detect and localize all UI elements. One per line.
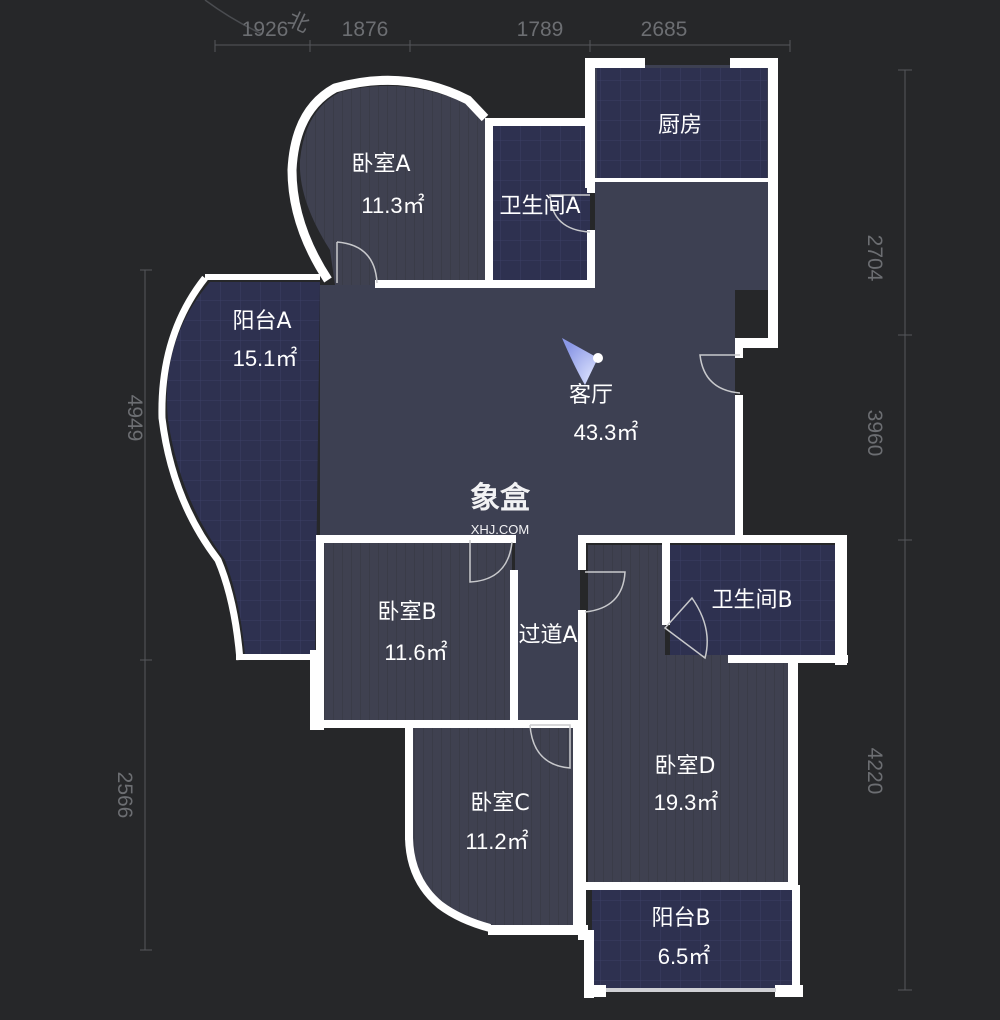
dim-top-2: 1876 [342,18,389,41]
room-name-kitchen: 厨房 [658,113,702,138]
room-labels: 卧室A 11.3㎡ 卫生间A 厨房 阳台A 15.1㎡ 客厅 43.3㎡ 卧室B… [232,113,792,969]
room-name-bedroom-a: 卧室A [351,152,410,177]
dim-right-3: 4220 [863,748,886,795]
room-name-bathroom-a: 卫生间A [499,194,580,219]
room-area-bedroom-a: 11.3㎡ [361,193,424,218]
room-name-passage-a: 过道A [518,623,577,648]
dim-top-1: 1926 [242,18,289,41]
room-area-bedroom-c: 11.2㎡ [465,829,528,854]
room-name-bedroom-c: 卧室C [470,791,529,816]
dim-left-1: 4949 [123,395,146,442]
dim-top-3: 1789 [517,18,564,41]
dim-right-2: 3960 [863,410,886,457]
watermark-site: XHJ.COM [471,522,530,537]
room-area-bedroom-d: 19.3㎡ [654,790,719,815]
compass-arc [204,0,263,35]
doors [336,194,741,769]
room-name-living-room: 客厅 [569,383,613,408]
room-name-bedroom-d: 卧室D [655,754,716,779]
room-name-balcony-b: 阳台B [651,906,710,931]
room-name-bedroom-b: 卧室B [377,600,436,625]
dimension-lines [140,40,912,991]
room-name-balcony-a: 阳台A [232,309,291,334]
room-area-balcony-a: 15.1㎡ [233,346,298,371]
floors [166,65,840,988]
watermark-logo-text: 象盒 [470,481,531,516]
room-area-living-room: 43.3㎡ [574,420,639,445]
camera-view-marker [562,338,603,385]
walls [158,58,848,998]
dim-left-2: 2566 [113,772,136,819]
room-area-balcony-b: 6.5㎡ [658,944,711,969]
room-name-bathroom-b: 卫生间B [711,588,792,613]
watermark-logo: 象盒 XHJ.COM [470,481,531,537]
dim-top-4: 2685 [641,18,688,41]
dim-right-1: 2704 [863,235,886,282]
room-area-bedroom-b: 11.6㎡ [384,640,447,665]
